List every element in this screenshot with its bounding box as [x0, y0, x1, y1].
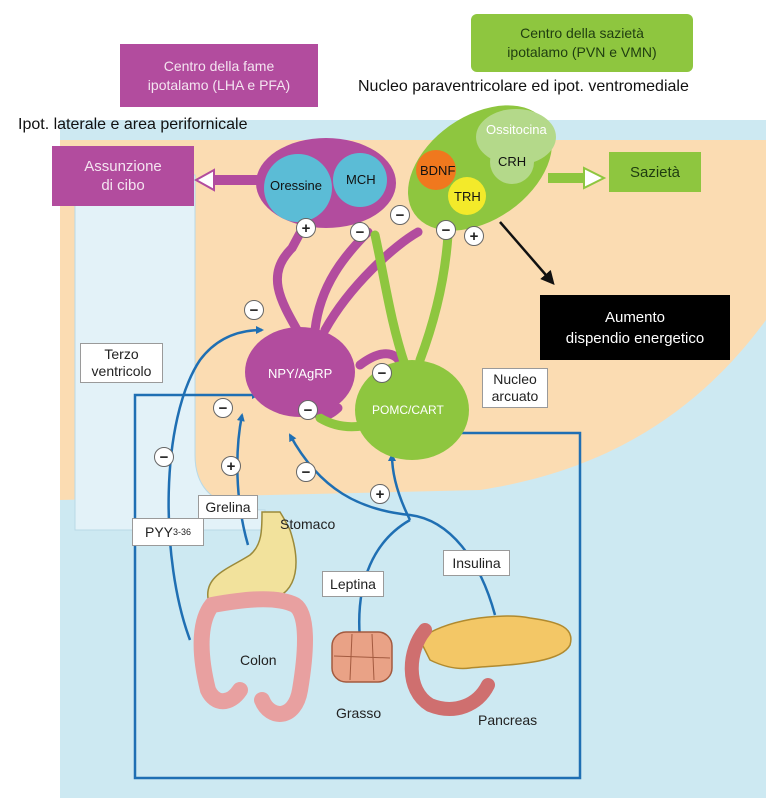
satiety-center-line2: ipotalamo (PVN e VMN) [507, 44, 657, 60]
minus-sign: − [350, 222, 370, 242]
hunger-center-line2: ipotalamo (LHA e PFA) [147, 76, 291, 93]
minus-sign: − [372, 363, 392, 383]
lateral-caption: Ipot. laterale e area perifornicale [18, 116, 248, 133]
plus-sign: + [221, 456, 241, 476]
fat-label: Grasso [336, 705, 382, 721]
arcuate-line1: Nucleo [493, 371, 537, 387]
third-ventricle-line2: ventricolo [91, 363, 152, 379]
satiety-center-box: Centro della sazietà ipotalamo (PVN e VM… [471, 14, 693, 72]
plus-sign: + [370, 484, 390, 504]
npy-label: NPY/AgRP [268, 366, 333, 381]
hypothalamus-region [60, 140, 766, 500]
insulin-label: Insulina [443, 550, 510, 576]
minus-sign: − [298, 400, 318, 420]
hunger-center-line1: Centro della fame [163, 57, 275, 74]
colon-shape [193, 591, 313, 722]
pyy-text: PYY [144, 523, 173, 540]
mch-label: MCH [346, 172, 376, 187]
third-ventricle-line1: Terzo [104, 346, 139, 362]
orexin-nucleus [264, 154, 332, 222]
trh-label: TRH [454, 189, 481, 204]
hunger-center-box: Centro della fame ipotalamo (LHA e PFA) [120, 44, 318, 107]
bdnf-label: BDNF [420, 163, 456, 178]
satiety-outcome-box: Sazietà [609, 152, 701, 192]
pomc-cell [355, 360, 469, 460]
pyy-subscript: 3-36 [173, 526, 192, 537]
energy-line1: Aumento [604, 308, 666, 326]
oxytocin-label: Ossitocina [486, 122, 547, 137]
colon-label: Colon [240, 652, 277, 668]
pancreas-shape [419, 615, 572, 670]
minus-sign: − [436, 220, 456, 240]
satiety-outcome-label: Sazietà [629, 163, 681, 181]
fat-shape [331, 631, 393, 683]
pancreas-label: Pancreas [478, 712, 538, 728]
npy-cell [245, 327, 355, 417]
minus-sign: − [213, 398, 233, 418]
energy-expenditure-box: Aumento dispendio energetico [540, 295, 730, 360]
plus-sign: + [296, 218, 316, 238]
minus-sign: − [154, 447, 174, 467]
ghrelin-label: Grelina [198, 495, 258, 519]
plus-sign: + [464, 226, 484, 246]
minus-sign: − [390, 205, 410, 225]
pomc-label: POMC/CART [372, 403, 444, 417]
minus-sign: − [296, 462, 316, 482]
crh-nucleus [490, 140, 534, 184]
food-intake-line1: Assunzione [84, 158, 162, 175]
energy-line2: dispendio energetico [565, 329, 705, 347]
bdnf-nucleus [416, 150, 456, 190]
leptin-label: Leptina [322, 571, 384, 597]
food-intake-line2: di cibo [101, 177, 145, 194]
satiety-center-line1: Centro della sazietà [520, 25, 644, 41]
crh-label: CRH [498, 154, 527, 169]
mch-nucleus [333, 153, 387, 207]
minus-sign: − [244, 300, 264, 320]
pvn-caption: Nucleo paraventricolare ed ipot. ventrom… [358, 78, 689, 95]
duodenum-shape [404, 623, 495, 716]
arcuate-line2: arcuato [491, 388, 539, 404]
third-ventricle-label: Terzo ventricolo [80, 343, 163, 383]
trh-nucleus [448, 177, 486, 215]
orexin-label: Oressine [270, 178, 323, 193]
food-intake-box: Assunzione di cibo [52, 146, 194, 206]
arcuate-label: Nucleo arcuato [482, 368, 548, 408]
stomach-label: Stomaco [280, 516, 336, 532]
